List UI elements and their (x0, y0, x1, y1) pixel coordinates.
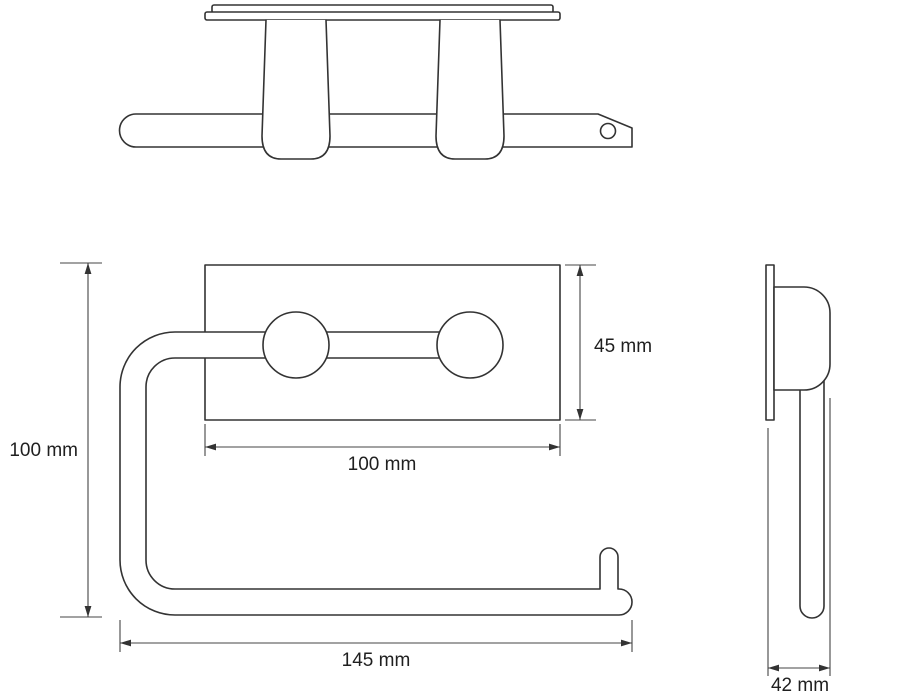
overall-width-label: 145 mm (342, 650, 411, 671)
plate-height-label: 45 mm (594, 336, 652, 357)
top-view-roll-bar (118, 113, 633, 148)
side-view-holder-arm (799, 351, 825, 619)
dimension-depth: 42 mm (767, 398, 831, 696)
side-view-wall-plate (765, 264, 775, 421)
arrow-right-icon (549, 443, 560, 451)
arrow-left-icon (120, 639, 131, 647)
top-view (118, 4, 633, 160)
dimension-plate-height: 45 mm (565, 264, 652, 421)
top-view-left-strap (261, 19, 331, 160)
dimension-overall-height: 100 mm (9, 262, 102, 618)
front-view-holder-tube (119, 331, 633, 616)
top-view-plate-lower-strip (204, 11, 561, 21)
top-view-end-hole (599, 122, 617, 140)
front-view (119, 264, 633, 616)
front-view-right-roller (436, 311, 504, 379)
overall-height-label: 100 mm (9, 440, 78, 461)
arrow-up-icon (576, 265, 584, 276)
arrow-left-icon (768, 664, 779, 672)
arrow-up-icon (84, 263, 92, 274)
arrow-left-icon (205, 443, 216, 451)
depth-label: 42 mm (771, 675, 829, 696)
top-view-right-strap (435, 19, 505, 160)
dimension-plate-width: 100 mm (204, 424, 561, 475)
arrow-right-icon (819, 664, 830, 672)
dimension-overall-width: 145 mm (119, 620, 633, 671)
front-view-left-roller (262, 311, 330, 379)
arrow-down-icon (576, 409, 584, 420)
side-view (765, 264, 831, 619)
side-view-roller-boss (773, 286, 831, 391)
arrow-right-icon (621, 639, 632, 647)
plate-width-label: 100 mm (348, 454, 417, 475)
arrow-down-icon (84, 606, 92, 617)
